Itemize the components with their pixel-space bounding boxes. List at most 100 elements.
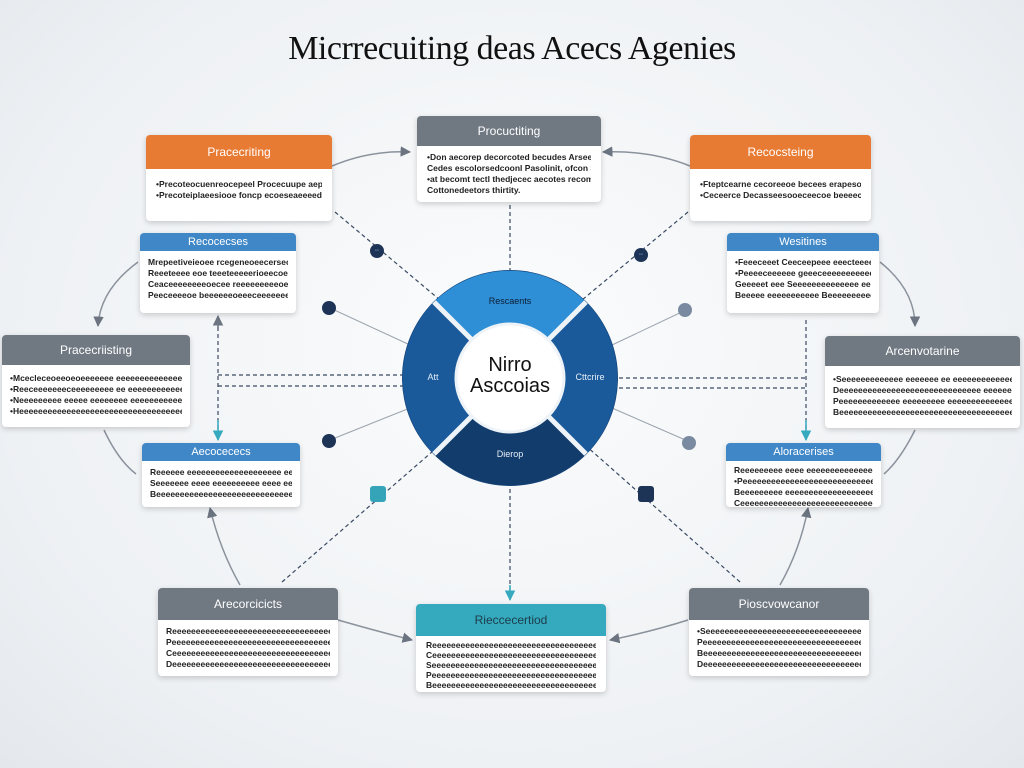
curved-arrow (883, 429, 916, 475)
card-gray-bottom-left[interactable]: Arecorcicicts Reeeeeeeeeeeeeeeeeeeeeeeee… (158, 588, 338, 676)
hub-center-line2: Asccoias (469, 375, 551, 397)
card-title: Pracecriting (146, 135, 332, 169)
node-dot (322, 301, 336, 315)
curved-arrow (103, 429, 137, 475)
card-line: Mcecleceoeeoeoeeeeeee eeeeeeeeeeeeeeeee (10, 373, 182, 384)
card-line: Cedes escolorsedcoonl Pasolinit, ofcon S… (427, 163, 591, 173)
card-body: Don aecorep decorcoted becudes Arseess a… (417, 146, 601, 200)
card-line: Beeeeeeeeeeeeeeeeeeeeeeeeeeeeeeeeeeeee (697, 648, 861, 658)
hub-segment-left: Att (427, 372, 439, 382)
node-square (638, 486, 654, 502)
card-line: Cottonedeetors thirtity. (427, 185, 521, 195)
hub-segment-bottom: Dierop (496, 449, 524, 459)
card-line: Peeeeeeeeeeeeeeeeeeeeeeeeeeeeeeeeeeeeee (166, 637, 330, 647)
card-gray-left-mid[interactable]: Pracecriisting Mcecleceoeeoeoeeeeeee eee… (2, 335, 190, 427)
card-top-right[interactable]: Recocsteing Fteptcearne cecoreeoe becees… (690, 135, 871, 221)
node-dot (322, 434, 336, 448)
card-blue-right-upper[interactable]: Wesitines Feeeceeet Ceeceepeee eeecteeee… (727, 233, 879, 313)
card-line: Seeeeeeeeeeeee eeeeeee ee eeeeeeeeeeeeee… (833, 374, 1012, 385)
curved-arrow (779, 506, 812, 586)
card-title: Aecocececs (142, 443, 300, 461)
curved-arrow (207, 506, 241, 586)
card-line: at becomt tectl thedjecec aecotes recomr… (427, 174, 591, 185)
card-line: Reeeeeeeeeeeeeeeeeeeeeeeeeeeeeeeeeeeeee (166, 626, 330, 636)
card-line: Don aecorep decorcoted becudes Arseess a… (427, 152, 591, 163)
card-line: Seeeeeeeeeeeeeeeeeeeeeeeeeeeeeeeeeeeee (426, 660, 596, 670)
card-line: Beeeeeeeeeeeeeeeeeeeeeeeeeeeeeeeeeeeee (426, 680, 596, 690)
card-line: Seeeeeeeeeeeeeeeeeeeeeeeeeeeeeeeeeeeee (697, 626, 861, 637)
card-line: Peeeeceeeeee geeeceeeeeeeeeeeeeeeeee (735, 268, 871, 279)
node-dot (678, 303, 692, 317)
card-title: Wesitines (727, 233, 879, 251)
card-line: Beeeee eeeeeeeeeee Beeeeeeeeeeee (735, 290, 871, 300)
curved-arrow (93, 261, 139, 328)
card-line: Reeceeeeeeeceeeeeeeee ee eeeeeeeeeeeeeee… (10, 384, 182, 395)
card-line: Precoteocuenreocepeel Procecuupe aeperce… (156, 179, 322, 190)
card-title: Aloracerises (726, 443, 881, 461)
card-line: Geeeeet eee Seeeeeeeeeeeeee eeee eeee (735, 279, 871, 289)
hub-center-label: Nirro Asccoias (456, 355, 564, 397)
card-body: Reeeeee eeeeeeeeeeeeeeeeeeee eeeeeeeeee … (142, 461, 300, 506)
card-teal-bottom-center[interactable]: Rieccecertiod Reeeeeeeeeeeeeeeeeeeeeeeee… (416, 604, 606, 692)
card-line: Reeeteeee eoe teeeteeeeerioeecoeceeteee (148, 268, 288, 278)
card-line: Ceeeeeeeeeeeeeeeeeeeeeeeeeeeeeeeeeeeee (734, 498, 873, 507)
card-body: Reeeeeeeeeeeeeeeeeeeeeeeeeeeeeeeeeeeeee … (158, 620, 338, 676)
card-body: Seeeeeeeeeeeeeeeeeeeeeeeeeeeeeeeeeeeee P… (689, 620, 869, 676)
card-blue-left-lower[interactable]: Aecocececs Reeeeee eeeeeeeeeeeeeeeeeeee … (142, 443, 300, 507)
node-square (370, 486, 386, 502)
card-line: Mrepeetiveieoee rcegeneoeecersecoeerteot… (148, 257, 288, 267)
card-body: Feeeceeet Ceeceepeee eeecteeeeeeeete Pee… (727, 251, 879, 307)
card-line: Beeeeeeeeeeeeeeeeeeeeeeeeeeeeeeeeeeeeeee (833, 407, 1012, 417)
card-line: Reeeeee eeeeeeeeeeeeeeeeeeee eeeeeeeeee (150, 467, 292, 477)
card-line: Peeeeeeeeeeeeeeeeeeeeeeeeeeeeeeeeeeeee (697, 637, 861, 647)
card-line: Reeeeeeeeeeeeeeeeeeeeeeeeeeeeeeeeeeeee (426, 640, 596, 650)
card-line: Fteptcearne cecoreeoe becees erapesoeeti… (700, 179, 861, 190)
card-blue-left-upper[interactable]: Recocecses Mrepeetiveieoee rcegeneoeecer… (140, 233, 296, 313)
card-body: Precoteocuenreocepeel Procecuupe aeperce… (146, 169, 332, 205)
curved-arrow (608, 619, 689, 644)
card-line: Reeeeeeeee eeee eeeeeeeeeeeeeeeeeeeee (734, 465, 873, 475)
card-line: Deeeeeeeeeeeeeeeeeeeeeeeeeeeeee eeeeeeee (833, 385, 1012, 395)
card-line: Beeeeeeeeeeeeeeeeeeeeeeeeeeeeeeeeeeeeee (150, 489, 292, 499)
curved-arrow (879, 261, 921, 328)
card-body: Reeeeeeeee eeee eeeeeeeeeeeeeeeeeeeee Pe… (726, 461, 881, 507)
card-line: Precoteiplaeesiooe foncp ecoeseaeeeede p… (156, 190, 322, 201)
card-top-center[interactable]: Procuctiting Don aecorep decorcoted becu… (417, 116, 601, 202)
card-title: Pioscvowcanor (689, 588, 869, 620)
card-line: Peeeeeeeeeeeeeeeeeeeeeeeeeeeeeeeeeeee (734, 476, 873, 487)
node-dot: ◦◦ (370, 244, 384, 258)
card-blue-right-lower[interactable]: Aloracerises Reeeeeeeee eeee eeeeeeeeeee… (726, 443, 881, 507)
card-line: Ceeeeeeeeeeeeeeeeeeeeeeeeeeeeeeeeeeeee (426, 650, 596, 660)
diagram-title: Micrrecuiting deas Acecs Agenies (288, 30, 736, 67)
card-line: Feeeceeet Ceeceepeee eeecteeeeeeeete (735, 257, 871, 268)
card-line: Beeeeeeeee eeeeeeeeeeeeeeeeeeeeeeeeeee (734, 487, 873, 497)
curved-arrow (337, 619, 414, 643)
card-line: Ceceerce Decasseesooeceecoe beeeecoee Pe… (700, 190, 861, 201)
card-line: Peeeeeeeeeeeee eeeeeeeee eeeeeeeeeeeeeee (833, 396, 1012, 406)
card-body: Mrepeetiveieoee rcegeneoeecersecoeerteot… (140, 251, 296, 307)
curved-arrow (601, 146, 691, 167)
card-body: Fteptcearne cecoreeoe becees erapesoeeti… (690, 169, 871, 205)
card-line: Ceaceeeeeeeeoecee reeeeeeeeeoeetee oeo e… (148, 279, 288, 289)
card-line: Deeeeeeeeeeeeeeeeeeeeeeeeeeeeeeeeeeeee (697, 659, 861, 669)
hub-wheel (402, 270, 618, 486)
hub-center-line1: Nirro (488, 354, 532, 376)
card-body: Mcecleceoeeoeoeeeeeee eeeeeeeeeeeeeeeee … (2, 365, 190, 425)
card-line: Seeeeeee eeee eeeeeeeeee eeee eeeeeeee (150, 478, 292, 488)
card-gray-bottom-right[interactable]: Pioscvowcanor Seeeeeeeeeeeeeeeeeeeeeeeee… (689, 588, 869, 676)
card-title: Rieccecertiod (416, 604, 606, 636)
hub-segment-top: Rescaents (488, 296, 532, 306)
card-title: Arcenvotarine (825, 336, 1020, 366)
card-gray-right-mid[interactable]: Arcenvotarine Seeeeeeeeeeeee eeeeeee ee … (825, 336, 1020, 428)
card-title: Recocecses (140, 233, 296, 251)
card-body: Seeeeeeeeeeeee eeeeeee ee eeeeeeeeeeeeee… (825, 366, 1020, 426)
card-title: Arecorcicicts (158, 588, 338, 620)
card-line: Peeeeeeeeeeeeeeeeeeeeeeeeeeeeeeeeeeeee (426, 670, 596, 680)
card-line: Ceeeeeeeeeeeeeeeeeeeeeeeeeeeeeeeeeeeeee (166, 648, 330, 658)
node-dot: ◦◦ (634, 248, 648, 262)
card-title: Pracecriisting (2, 335, 190, 365)
hub-segment-right: Cttcrire (575, 372, 605, 382)
card-top-left[interactable]: Pracecriting Precoteocuenreocepeel Proce… (146, 135, 332, 221)
